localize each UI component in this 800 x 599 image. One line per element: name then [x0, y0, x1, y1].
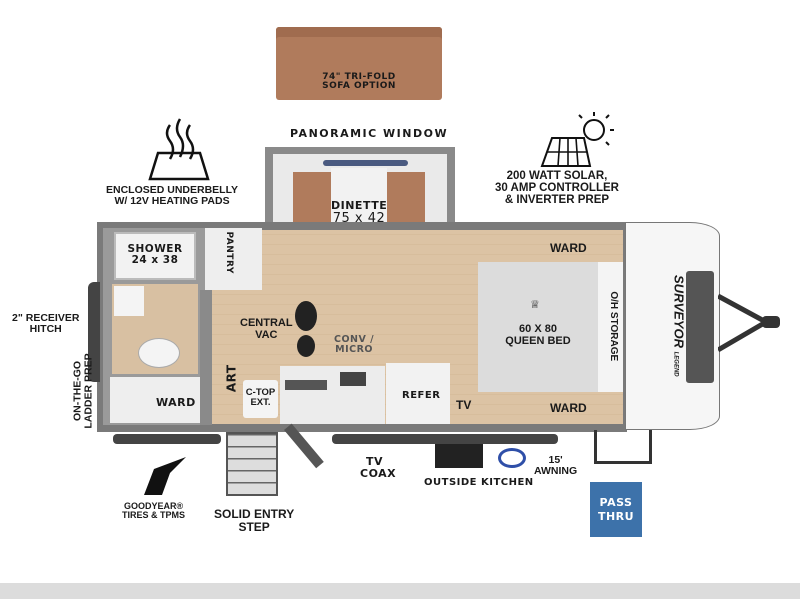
- conv-micro-line1: CONV /: [334, 334, 375, 345]
- brand-text: SURVEYOR: [671, 275, 687, 348]
- a-frame-hitch: [718, 293, 780, 353]
- pass-thru-badge: PASS THRU: [590, 482, 642, 537]
- ctop-line2: EXT.: [250, 396, 271, 408]
- pass-thru-label: PASS THRU: [590, 496, 642, 524]
- solar-line2: 30 AMP CONTROLLER: [495, 182, 619, 195]
- kitchen-sink: [285, 380, 327, 390]
- pass-thru-line1: PASS: [599, 496, 633, 509]
- goodyear-label: GOODYEAR® TIRES & TPMS: [122, 501, 186, 521]
- ward-front-top-label: WARD: [550, 241, 587, 255]
- sink: [114, 286, 144, 316]
- underbelly-line2: W/ 12V HEATING PADS: [114, 195, 230, 208]
- bottom-band: [0, 583, 800, 599]
- refrigerator: REFER: [386, 363, 450, 424]
- dinette-line2: 75 x 42: [332, 210, 386, 226]
- central-vac-line1: CENTRAL: [240, 317, 293, 329]
- solar-panel-icon: [540, 112, 614, 167]
- shower: SHOWER 24 x 38: [114, 232, 196, 280]
- tv-coax-line2: COAX: [360, 466, 397, 480]
- receiver-line2: HITCH: [29, 323, 62, 336]
- entry-step-line1: SOLID ENTRY: [214, 507, 295, 521]
- shower-line2: 24 x 38: [131, 254, 179, 267]
- bed-line2: QUEEN BED: [505, 334, 571, 347]
- ward-rear-label: WARD: [156, 396, 196, 409]
- heating-icon: [148, 118, 210, 181]
- outside-kitchen-label: OUTSIDE KITCHEN: [424, 477, 534, 488]
- awning-line2: AWNING: [534, 465, 578, 478]
- footprint-icon: [295, 301, 317, 357]
- front-window: [686, 271, 714, 383]
- sofa-label: 74" TRI-FOLD SOFA OPTION: [322, 72, 396, 92]
- kitchen-counter: [280, 366, 385, 424]
- pass-thru-line2: THRU: [597, 509, 635, 523]
- c-top-extension: C-TOP EXT.: [243, 380, 278, 418]
- outside-kitchen: [435, 444, 483, 468]
- panoramic-window-label: PANORAMIC WINDOW: [290, 127, 449, 140]
- dinette-label: DINETTE 75 x 42: [331, 200, 387, 225]
- underbelly-line1: ENCLOSED UNDERBELLY: [106, 184, 239, 196]
- ladder-line2: LADDER PREP: [82, 353, 95, 429]
- pantry-label: PANTRY: [223, 231, 234, 274]
- window: [323, 160, 408, 166]
- tri-fold-sofa: 74" TRI-FOLD SOFA OPTION: [276, 27, 442, 100]
- shower-label: SHOWER 24 x 38: [116, 243, 194, 267]
- bed-label: 60 X 80 QUEEN BED: [478, 323, 598, 347]
- rear-wardrobe: WARD: [110, 377, 200, 423]
- bath-wall: [200, 290, 212, 425]
- tv-coax-label: TV COAX: [360, 456, 396, 479]
- entry-step-label: SOLID ENTRY STEP: [214, 508, 294, 533]
- toilet: [138, 338, 180, 368]
- awning-hose: [498, 448, 526, 468]
- receiver-line1: 2" RECEIVER: [12, 312, 80, 324]
- brand-logo: SURVEYOR LEGEND: [671, 275, 687, 377]
- refer-label: REFER: [402, 390, 441, 401]
- rear-bumper: [88, 282, 100, 382]
- art-label: ART: [224, 364, 239, 393]
- goodyear-wingfoot-icon: [144, 457, 186, 495]
- goodyear-line2: TIRES & TPMS: [122, 510, 186, 521]
- entry-step-line2: STEP: [238, 519, 270, 534]
- central-vac-label: CENTRAL VAC: [240, 317, 293, 341]
- awning-rail-rear: [113, 434, 221, 444]
- ladder-prep-label: ON-THE-GO LADDER PREP: [72, 353, 95, 429]
- brand-sub-text: LEGEND: [672, 351, 679, 377]
- crown-icon: ♕: [530, 299, 540, 311]
- shower-line1: SHOWER: [127, 243, 183, 255]
- microwave: [340, 372, 366, 386]
- bed-line1: 60 X 80: [519, 323, 557, 335]
- pantry: PANTRY: [205, 228, 262, 290]
- awning-line1: 15': [548, 454, 563, 466]
- ward-front-bottom-label: WARD: [550, 401, 587, 415]
- conv-micro-line2: MICRO: [335, 343, 373, 355]
- awning-rail-front: [332, 434, 558, 444]
- queen-bed: ♕ 60 X 80 QUEEN BED: [478, 262, 598, 392]
- entry-step: [226, 432, 278, 496]
- tv-label: TV: [456, 398, 472, 412]
- dinette-line1: DINETTE: [331, 199, 388, 212]
- goodyear-line1: GOODYEAR®: [123, 501, 184, 511]
- tv-coax-line1: TV: [366, 455, 384, 468]
- solar-label: 200 WATT SOLAR, 30 AMP CONTROLLER & INVE…: [495, 170, 619, 206]
- solar-line3: & INVERTER PREP: [504, 194, 610, 207]
- conv-micro-label: CONV / MICRO: [334, 335, 374, 355]
- underbelly-label: ENCLOSED UNDERBELLY W/ 12V HEATING PADS: [106, 184, 239, 208]
- oh-storage-label: O/H STORAGE: [608, 291, 620, 362]
- ctop-line1: C-TOP: [245, 387, 276, 398]
- front-jack-frame: [594, 430, 652, 464]
- solar-line1: 200 WATT SOLAR,: [506, 170, 608, 182]
- overhead-storage: [598, 262, 623, 392]
- central-vac-line2: VAC: [255, 328, 278, 341]
- front-cap: SURVEYOR LEGEND: [625, 222, 720, 430]
- receiver-hitch-label: 2" RECEIVER HITCH: [12, 312, 80, 336]
- ctop-label: C-TOP EXT.: [243, 388, 278, 408]
- awning-label: 15' AWNING: [534, 454, 578, 478]
